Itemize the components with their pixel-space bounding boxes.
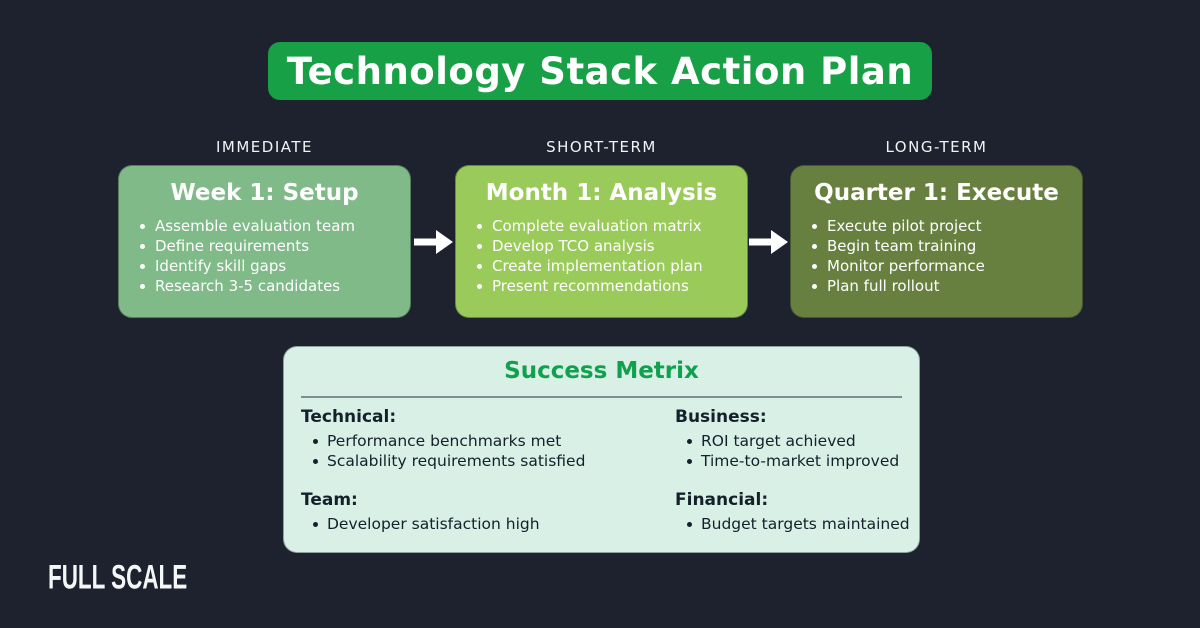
- list-item: Monitor performance: [805, 256, 1068, 276]
- metric-section-technical: Technical: Performance benchmarks met Sc…: [301, 407, 675, 471]
- arrow-right-icon: [749, 227, 789, 257]
- phase-label-short-term: SHORT-TERM: [546, 138, 657, 156]
- list-item: Begin team training: [805, 236, 1068, 256]
- list-item: Research 3-5 candidates: [133, 276, 396, 296]
- list-item: Identify skill gaps: [133, 256, 396, 276]
- phase-card-heading: Quarter 1: Execute: [814, 180, 1059, 206]
- list-item: Present recommendations: [470, 276, 733, 296]
- metric-list: Developer satisfaction high: [301, 514, 675, 534]
- list-item: Execute pilot project: [805, 216, 1068, 236]
- list-item: Budget targets maintained: [675, 514, 910, 534]
- title-banner: Technology Stack Action Plan: [268, 42, 932, 100]
- metric-heading: Business:: [675, 407, 767, 427]
- list-item: Scalability requirements satisfied: [301, 451, 675, 471]
- success-metrix-grid: Technical: Performance benchmarks met Sc…: [301, 407, 910, 534]
- metric-section-team: Team: Developer satisfaction high: [301, 490, 675, 534]
- arrow-right-icon: [414, 227, 454, 257]
- phase-card-week1-setup: Week 1: Setup Assemble evaluation team D…: [118, 165, 411, 318]
- list-item: Define requirements: [133, 236, 396, 256]
- metric-list: ROI target achieved Time-to-market impro…: [675, 431, 910, 471]
- list-item: Develop TCO analysis: [470, 236, 733, 256]
- divider: [301, 396, 902, 398]
- metric-list: Performance benchmarks met Scalability r…: [301, 431, 675, 471]
- metric-heading: Team:: [301, 490, 358, 510]
- list-item: Complete evaluation matrix: [470, 216, 733, 236]
- success-metrix-panel: Success Metrix Technical: Performance be…: [283, 346, 920, 553]
- metric-list: Budget targets maintained: [675, 514, 910, 534]
- list-item: Time-to-market improved: [675, 451, 910, 471]
- list-item: Plan full rollout: [805, 276, 1068, 296]
- success-metrix-title: Success Metrix: [504, 358, 699, 384]
- phase-label-long-term: LONG-TERM: [885, 138, 988, 156]
- metric-section-financial: Financial: Budget targets maintained: [675, 490, 910, 534]
- list-item: Create implementation plan: [470, 256, 733, 276]
- metric-heading: Financial:: [675, 490, 769, 510]
- phase-card-list: Assemble evaluation team Define requirem…: [133, 216, 396, 296]
- page-title: Technology Stack Action Plan: [286, 49, 914, 93]
- phase-card-list: Complete evaluation matrix Develop TCO a…: [470, 216, 733, 296]
- list-item: Developer satisfaction high: [301, 514, 675, 534]
- phase-label-immediate: IMMEDIATE: [216, 138, 313, 156]
- phase-card-month1-analysis: Month 1: Analysis Complete evaluation ma…: [455, 165, 748, 318]
- phase-card-quarter1-execute: Quarter 1: Execute Execute pilot project…: [790, 165, 1083, 318]
- full-scale-logo: FULL SCALE: [48, 557, 188, 596]
- list-item: ROI target achieved: [675, 431, 910, 451]
- phase-card-heading: Week 1: Setup: [170, 180, 359, 206]
- list-item: Assemble evaluation team: [133, 216, 396, 236]
- phase-card-list: Execute pilot project Begin team trainin…: [805, 216, 1068, 296]
- list-item: Performance benchmarks met: [301, 431, 675, 451]
- metric-heading: Technical:: [301, 407, 397, 427]
- phase-card-heading: Month 1: Analysis: [485, 180, 718, 206]
- metric-section-business: Business: ROI target achieved Time-to-ma…: [675, 407, 910, 471]
